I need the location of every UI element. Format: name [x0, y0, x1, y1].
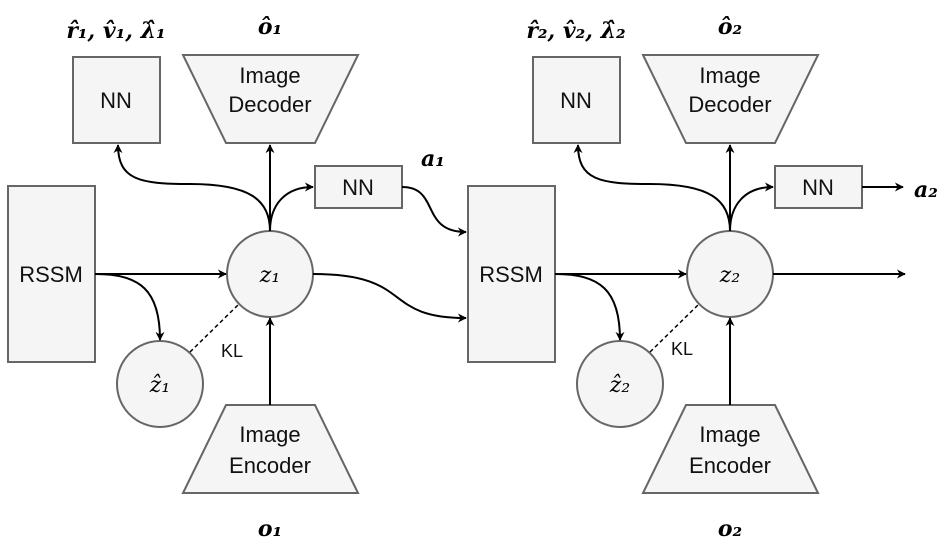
nn-head-label-1: NN [100, 88, 132, 113]
nn-action-block-2 [774, 165, 863, 209]
arrow-z1-to-nn-action1 [269, 182, 314, 232]
image-encoder-2 [641, 404, 820, 494]
encoder-label-image-2: Image [699, 422, 760, 447]
arrow-z1-to-nn-head1 [113, 144, 271, 232]
nn-head-block-1 [72, 56, 161, 144]
encoder-label-encoder-1: Encoder [229, 453, 311, 478]
encoder-label-encoder-2: Encoder [689, 453, 771, 478]
action-label-1: a₁ [421, 146, 445, 172]
decoder-label-decoder-2: Decoder [688, 92, 771, 117]
image-decoder-2 [641, 54, 820, 144]
kl-label-1: KL [221, 341, 243, 361]
z-hat-node-2 [576, 340, 664, 428]
z-hat-node-1 [116, 340, 204, 428]
o-hat-label-2: ô₂ [718, 14, 742, 40]
nn-action-label-2: NN [802, 175, 834, 200]
arrow-rssm1-to-zhat1 [94, 273, 165, 341]
o-label-1: o₁ [258, 516, 282, 542]
arrow-z1-to-rssm2 [312, 273, 467, 323]
rssm-block-2 [467, 185, 556, 363]
heads-output-label-2: r̂₂, v̂₂, λ̂₂ [526, 18, 625, 44]
arrow-z2-to-nn-head2 [573, 144, 731, 232]
z-label-2: z₂ [719, 263, 740, 288]
rssm-label-1: RSSM [19, 262, 83, 287]
arrow-action1-to-rssm2 [401, 186, 467, 237]
decoder-label-image-2: Image [699, 63, 760, 88]
heads-output-label-1: r̂₁, v̂₁, λ̂₁ [66, 18, 165, 44]
rssm-block-1 [7, 185, 96, 363]
nn-action-label-1: NN [342, 175, 374, 200]
rssm-label-2: RSSM [479, 262, 543, 287]
decoder-label-image-1: Image [239, 63, 300, 88]
arrow-rssm2-to-zhat2 [554, 273, 625, 341]
image-encoder-1 [181, 404, 360, 494]
z-hat-label-1: ẑ₁ [149, 373, 170, 398]
action-label-2: a₂ [914, 177, 938, 203]
o-hat-label-1: ô₁ [258, 14, 282, 40]
arrow-z2-to-nn-action2 [729, 182, 774, 232]
nn-head-label-2: NN [560, 88, 592, 113]
o-label-2: o₂ [718, 516, 742, 542]
nn-head-block-2 [532, 56, 621, 144]
decoder-label-decoder-1: Decoder [228, 92, 311, 117]
z-hat-label-2: ẑ₂ [609, 373, 630, 398]
kl-label-2: KL [671, 339, 693, 359]
image-decoder-1 [181, 54, 360, 144]
nn-action-block-1 [314, 165, 403, 209]
encoder-label-image-1: Image [239, 422, 300, 447]
z-label-1: z₁ [259, 263, 280, 288]
